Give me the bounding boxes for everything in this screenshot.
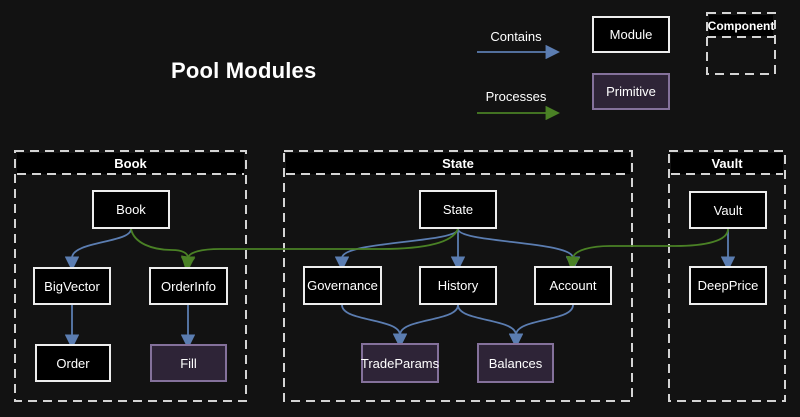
edge-book-orderinfo [130,228,196,271]
legend-processes-label: Processes [485,89,547,104]
legend-primitive-node: Primitive [592,73,670,110]
edge-history-balances [457,304,524,348]
edge-book-bigvector [64,228,132,271]
node-governance: Governance [303,266,382,305]
edge-vault-account [566,228,729,271]
group-book-title: Book [17,153,244,174]
node-tradeparams: TradeParams [361,343,439,383]
edge-state-account [457,228,581,271]
node-balances: Balances [477,343,554,383]
edge-state-governance [334,228,459,271]
edge-account-balances [508,304,574,348]
page-title: Pool Modules [171,58,317,83]
legend-module-node: Module [592,16,670,53]
edge-state-orderinfo [181,228,459,271]
node-deepprice: DeepPrice [689,266,767,305]
edge-governance-tradeparams [341,304,408,348]
legend-contains-label: Contains [490,29,542,44]
node-order: Order [35,344,111,382]
node-bigvector: BigVector [33,267,111,305]
node-history: History [419,266,497,305]
group-vault-title: Vault [671,153,783,174]
group-state-title: State [286,153,630,174]
legend-component-label: Component [708,15,774,36]
group-vault-border [668,150,786,402]
node-vault: Vault [689,191,767,229]
group-state-border [283,150,633,402]
node-account: Account [534,266,612,305]
node-orderinfo: OrderInfo [149,267,228,305]
legend-component-border [706,12,776,75]
node-state: State [419,190,497,229]
edge-history-tradeparams [392,304,459,348]
node-book: Book [92,190,170,229]
node-fill: Fill [150,344,227,382]
